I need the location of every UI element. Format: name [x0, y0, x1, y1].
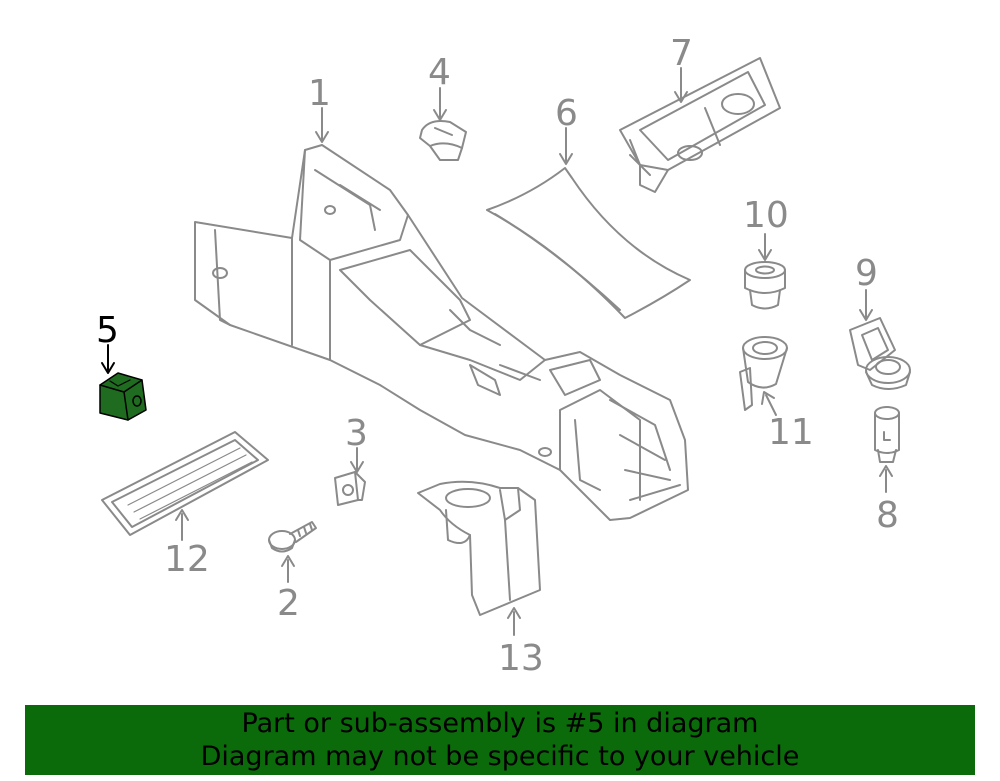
arrow-5 [101, 362, 115, 374]
callout-2: 2 [277, 583, 300, 624]
callout-10: 10 [743, 195, 789, 236]
part-5-highlighted [99, 372, 147, 421]
arrow-11 [761, 391, 775, 405]
arrow-3 [350, 461, 364, 473]
info-banner: Part or sub-assembly is #5 in diagram Di… [25, 705, 975, 775]
callout-6: 6 [555, 93, 578, 134]
part-1-center-console [194, 144, 689, 521]
arrow-2 [281, 555, 295, 567]
arrow-1 [315, 131, 329, 143]
callout-9: 9 [855, 253, 878, 294]
callout-11: 11 [768, 412, 814, 453]
part-2-screw [268, 521, 317, 553]
parts-diagram [99, 57, 911, 636]
part-12-mat [101, 431, 269, 536]
arrow-6 [559, 153, 573, 165]
callout-4: 4 [428, 52, 451, 93]
part-13-cup-holder [417, 480, 541, 616]
part-11-socket-housing [739, 336, 788, 411]
part-6-mat [486, 167, 691, 319]
banner-line-2: Diagram may not be specific to your vehi… [200, 741, 800, 772]
leader-11 [765, 394, 777, 416]
arrow-4 [433, 109, 447, 121]
callout-8: 8 [876, 495, 899, 536]
part-3-clip-nut [334, 471, 366, 506]
arrow-8 [879, 465, 893, 477]
callout-7: 7 [670, 33, 693, 74]
arrow-10 [758, 249, 772, 261]
arrow-7 [674, 91, 688, 103]
arrow-9 [859, 309, 873, 321]
part-8-socket [874, 406, 900, 463]
callout-12: 12 [164, 539, 210, 580]
arrow-12 [175, 509, 189, 521]
part-4-clip [419, 120, 467, 161]
part-7-storage-tray [619, 57, 781, 193]
part-10-plug [744, 261, 786, 310]
callout-3: 3 [345, 413, 368, 454]
arrow-13 [507, 607, 521, 619]
callout-5: 5 [96, 310, 119, 351]
callout-13: 13 [498, 638, 544, 679]
callout-1: 1 [308, 73, 331, 114]
part-9-lighter-housing [849, 317, 911, 390]
banner-line-1: Part or sub-assembly is #5 in diagram [241, 708, 759, 739]
